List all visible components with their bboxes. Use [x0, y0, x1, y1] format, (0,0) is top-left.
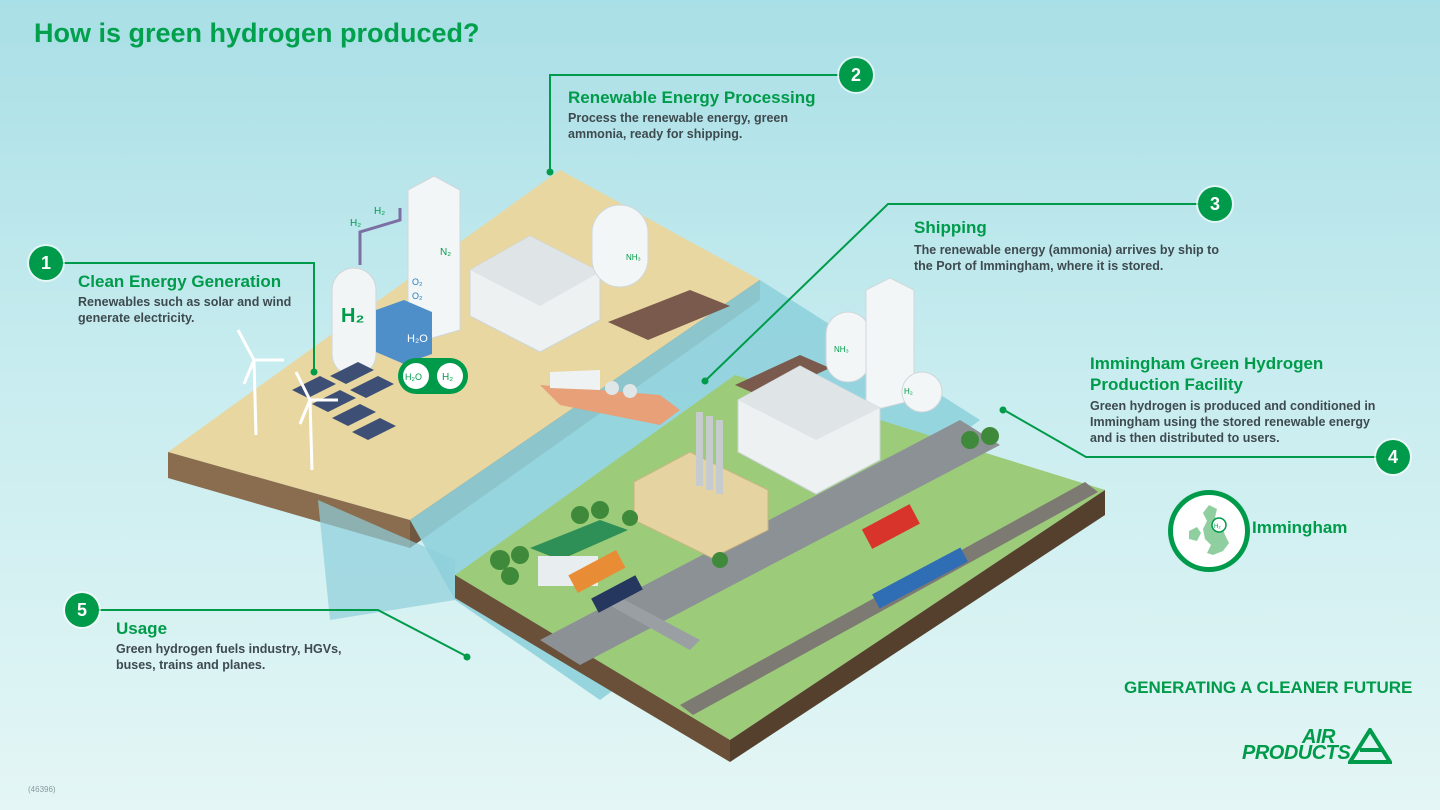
h2o-h2-badge: H₂O H₂	[398, 358, 468, 394]
facility-h2-label: H₂	[904, 387, 913, 396]
o2-label-b: O₂	[412, 291, 423, 301]
step-4-title-line: Immingham Green Hydrogen	[1090, 354, 1324, 373]
badge-h2o-label: H₂O	[405, 372, 422, 382]
step-3-desc-line: The renewable energy (ammonia) arrives b…	[914, 243, 1219, 257]
leader-line-2	[549, 74, 838, 170]
step-4-badge: 4	[1376, 440, 1410, 474]
solar-panels	[292, 362, 396, 440]
step-2-desc-line: ammonia, ready for shipping.	[568, 127, 743, 141]
logo-mark-icon	[1348, 728, 1392, 764]
step-2-badge: 2	[839, 58, 873, 92]
port-nh3-label: NH₃	[834, 345, 849, 354]
step-2-description: Process the renewable energy, green ammo…	[568, 110, 788, 142]
h2-storage-tank: H₂	[331, 267, 377, 377]
hydrogen-facility: H₂	[737, 277, 943, 495]
water-label: H₂O	[407, 333, 428, 345]
uk-map-icon: H₂	[1189, 505, 1229, 555]
leader-line-4	[1003, 409, 1378, 458]
bus	[591, 575, 643, 613]
step-1-badge: 1	[29, 246, 63, 280]
hgv-truck	[861, 504, 920, 549]
page-title: How is green hydrogen produced?	[34, 18, 480, 48]
step-4-title: Immingham Green Hydrogen Production Faci…	[1090, 353, 1323, 395]
o2-label-a: O₂	[412, 277, 423, 287]
orange-truck	[568, 550, 626, 594]
step-3-badge: 3	[1198, 187, 1232, 221]
logo-line-1: AIR	[1302, 726, 1335, 748]
step-4-desc-line: Immingham using the stored renewable ene…	[1090, 415, 1370, 429]
logo-line-2: PRODUCTS	[1242, 742, 1351, 764]
power-plant	[633, 412, 769, 559]
processing-building	[469, 235, 601, 353]
n2-tower: N₂ O₂ O₂	[407, 175, 461, 346]
step-3-description: The renewable energy (ammonia) arrives b…	[914, 242, 1219, 274]
train	[872, 547, 968, 609]
step-1-desc-line: Renewables such as solar and wind	[78, 295, 292, 309]
h2-tank-label: H₂	[341, 305, 364, 327]
tagline: GENERATING A CLEANER FUTURE	[1124, 678, 1413, 697]
step-5-desc-line: buses, trains and planes.	[116, 658, 266, 672]
map-pin-label: H₂	[1214, 524, 1221, 530]
electrolyser: H₂O	[376, 300, 432, 364]
step-4-description: Green hydrogen is produced and condition…	[1090, 398, 1375, 446]
step-2-title: Renewable Energy Processing	[568, 88, 816, 107]
h2-pipe-label-a: H₂	[350, 218, 361, 229]
reference-code: (46396)	[28, 785, 56, 794]
badge-h2-label: H₂	[442, 372, 453, 383]
step-5-badge: 5	[65, 593, 99, 627]
nh3-storage-tank: NH₃	[591, 204, 649, 288]
step-4-desc-line: and is then distributed to users.	[1090, 431, 1280, 445]
wind-turbines	[236, 329, 338, 471]
step-5-desc-line: Green hydrogen fuels industry, HGVs,	[116, 642, 342, 656]
leader-line-1	[62, 262, 315, 370]
trees	[490, 427, 999, 585]
air-products-logo: AIR PRODUCTS	[1240, 726, 1400, 766]
step-4-desc-line: Green hydrogen is produced and condition…	[1090, 399, 1376, 413]
step-3-title: Shipping	[914, 218, 987, 237]
step-4-title-line: Production Facility	[1090, 375, 1244, 394]
step-5-title: Usage	[116, 619, 168, 638]
n2-label: N₂	[440, 247, 451, 258]
uk-map-badge: H₂	[1168, 490, 1250, 572]
step-3-desc-line: the Port of Immingham, where it is store…	[914, 259, 1164, 273]
map-location-label: Immingham	[1252, 518, 1348, 537]
nh3-tank-label: NH₃	[626, 253, 641, 262]
step-1-title: Clean Energy Generation	[78, 272, 282, 291]
pier	[608, 290, 730, 340]
step-1-description: Renewables such as solar and wind genera…	[78, 294, 291, 326]
h2-pipe-label-b: H₂	[374, 206, 385, 217]
leader-line-5	[98, 609, 467, 657]
leader-line-3	[705, 203, 1198, 381]
step-2-desc-line: Process the renewable energy, green	[568, 111, 789, 125]
step-1-desc-line: generate electricity.	[78, 311, 195, 325]
ammonia-ship	[540, 370, 680, 425]
step-5-description: Green hydrogen fuels industry, HGVs, bus…	[116, 641, 342, 673]
